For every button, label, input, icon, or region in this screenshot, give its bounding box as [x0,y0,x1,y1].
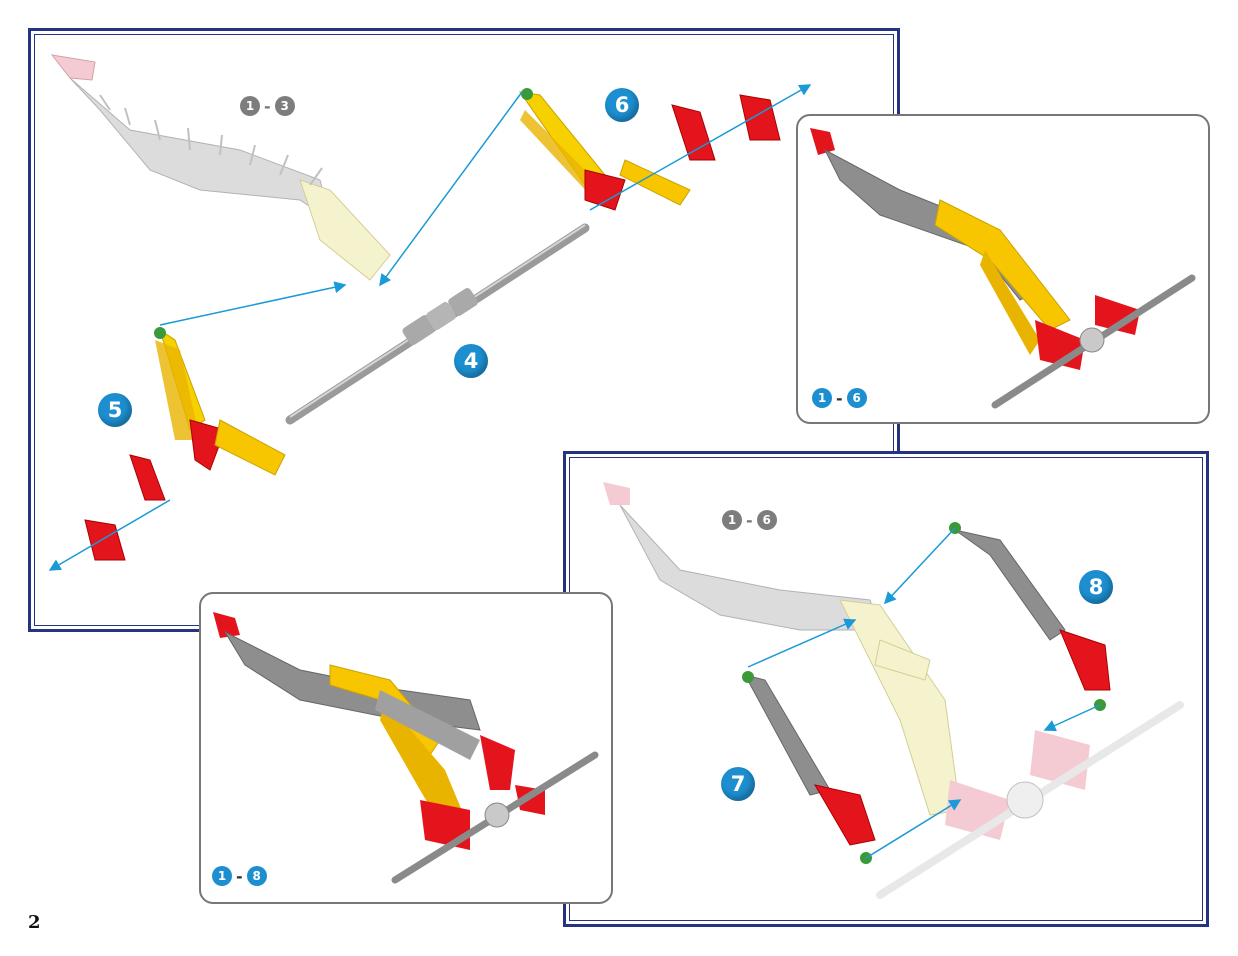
result-range-1-8: 1 - 8 [212,866,267,886]
range-from: 1 [240,96,260,116]
range-from: 1 [722,510,742,530]
axle-rod-step-4 [285,223,590,425]
step-5-parts [84,327,286,561]
step-5-badge: 5 [98,393,132,427]
preassembly-1-6-ghost [603,482,1184,899]
ref-range-1-3: 1 - 3 [240,96,295,116]
preassembly-1-3-ghost [50,54,391,281]
range-from: 1 [812,388,832,408]
step-7-parts [742,671,876,864]
page-number: 2 [28,912,41,933]
model-result-1-8 [213,612,599,884]
range-to: 3 [274,96,295,116]
range-to: 6 [846,388,867,408]
range-dash: - [836,388,843,408]
step-7-badge: 7 [721,767,755,801]
model-result-1-6 [810,128,1196,409]
range-to: 6 [756,510,777,530]
result-range-1-6: 1 - 6 [812,388,867,408]
range-to: 8 [246,866,267,886]
range-from: 1 [212,866,232,886]
ref-range-1-6-ghost: 1 - 6 [722,510,777,530]
step-4-badge: 4 [454,344,488,378]
range-dash: - [746,510,753,530]
range-dash: - [264,96,271,116]
step-6-badge: 6 [605,88,639,122]
step-8-badge: 8 [1079,570,1113,604]
step-8-parts [949,522,1111,711]
step-6-parts [518,88,781,211]
range-dash: - [236,866,243,886]
